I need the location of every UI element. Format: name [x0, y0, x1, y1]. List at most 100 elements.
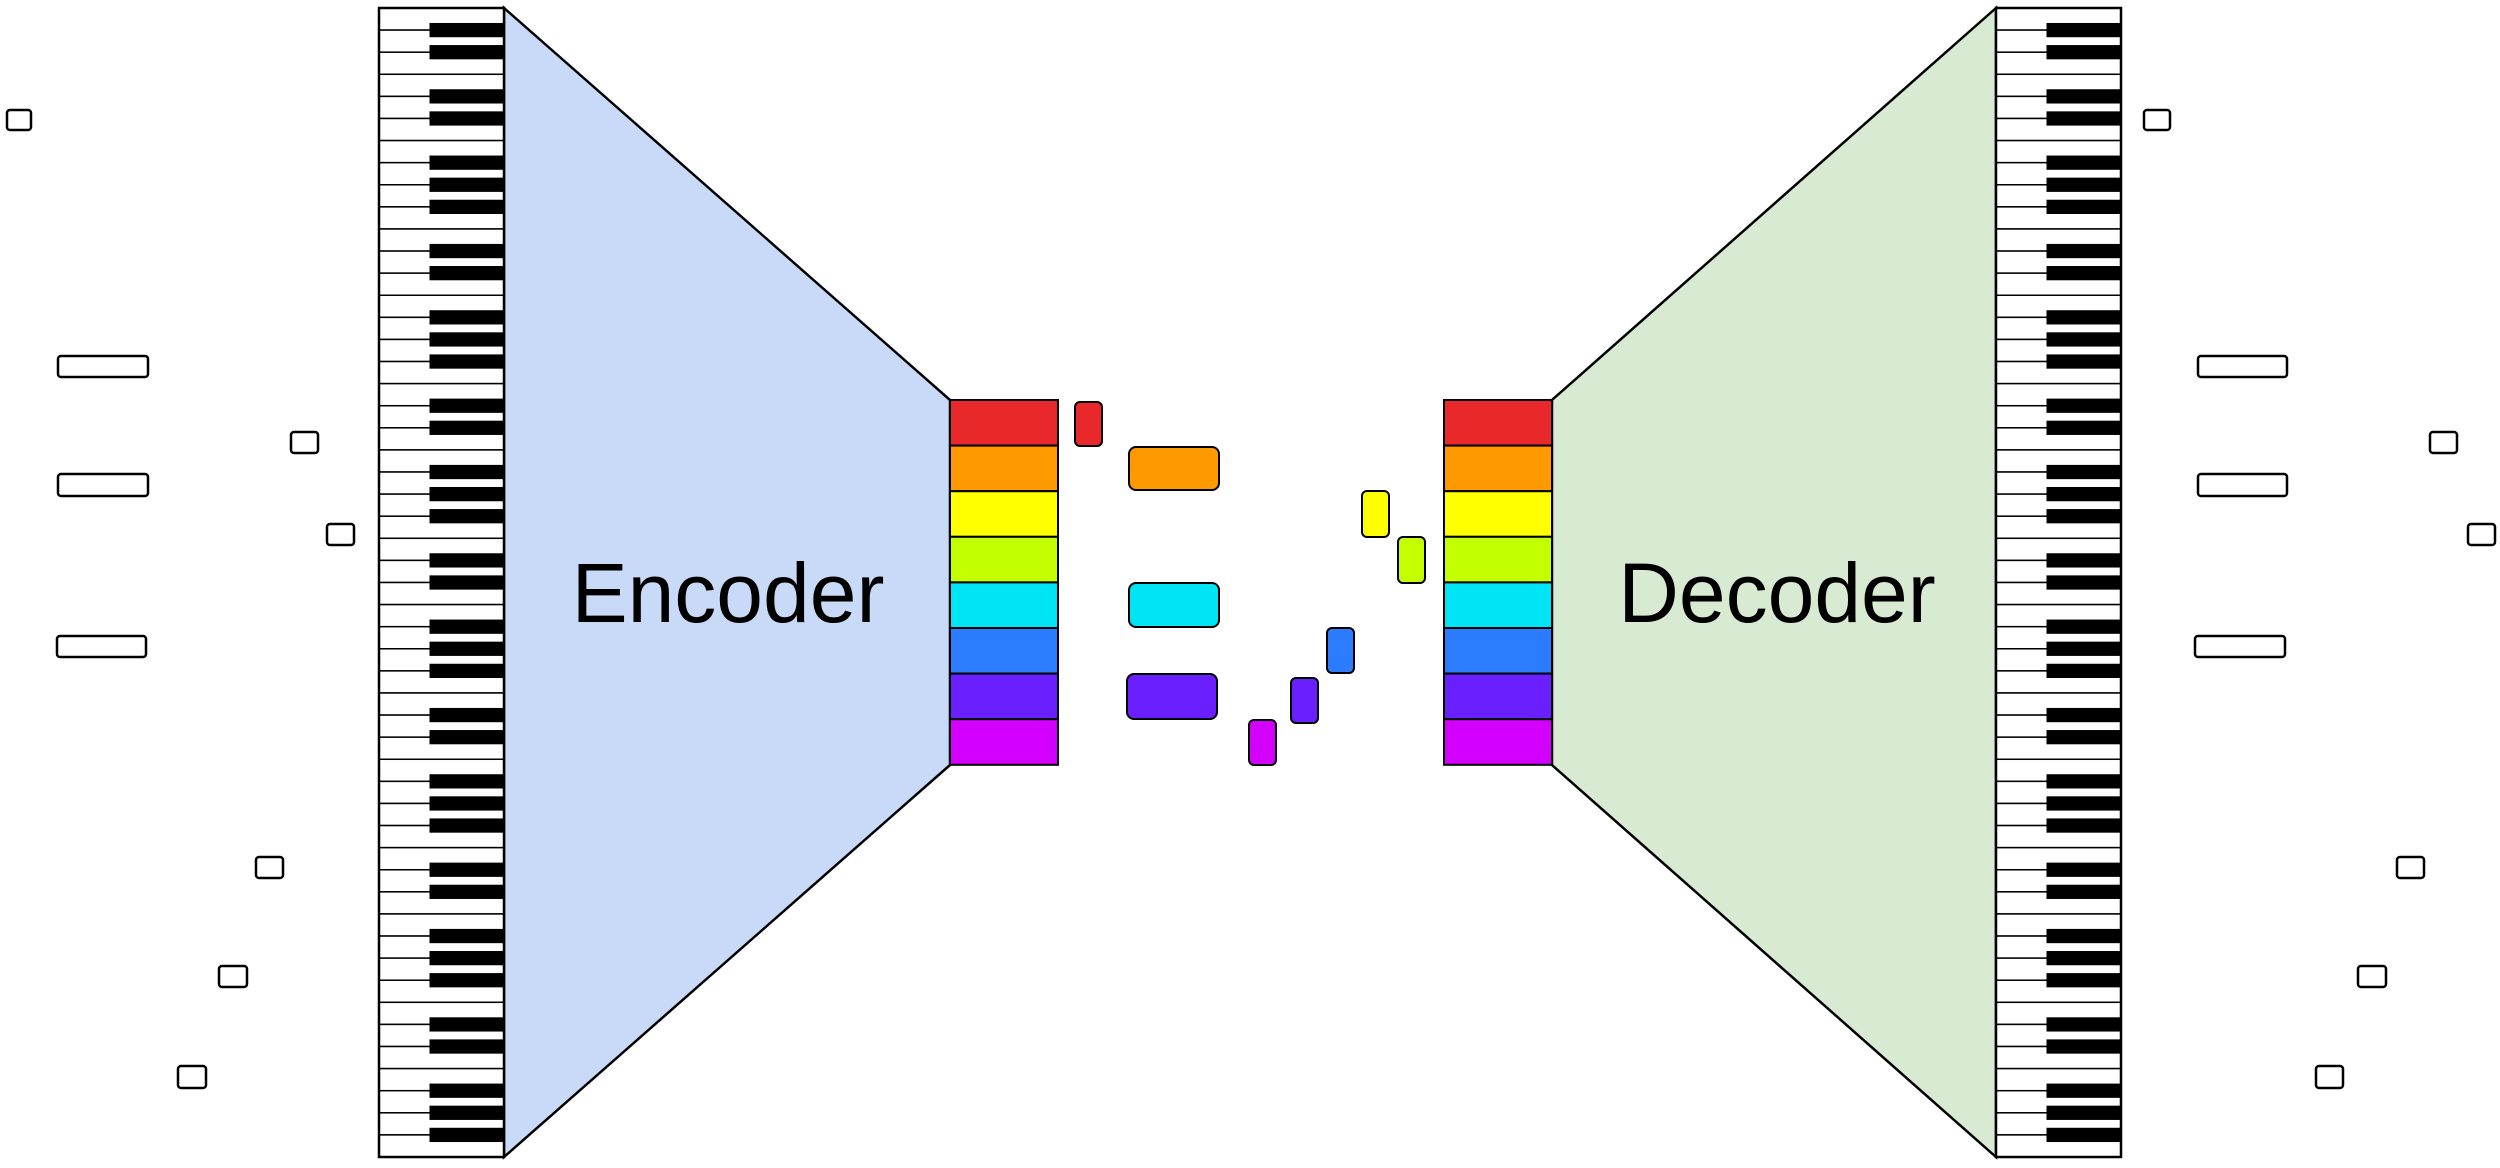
output-note	[2196, 472, 2289, 498]
black-key	[429, 354, 505, 369]
latent-cell	[949, 581, 1059, 630]
black-key	[2046, 266, 2122, 281]
black-key	[429, 310, 505, 325]
black-key	[2046, 1127, 2122, 1143]
black-key	[429, 1105, 505, 1120]
input-note	[5, 108, 33, 132]
latent-cell	[949, 535, 1059, 584]
output-note	[2356, 964, 2388, 989]
latent-cell	[1443, 490, 1553, 538]
black-key	[429, 575, 505, 590]
black-key	[429, 398, 505, 413]
black-key	[429, 663, 505, 679]
input-note	[325, 522, 356, 547]
black-key	[2046, 1105, 2122, 1120]
black-key	[429, 509, 505, 524]
black-key	[429, 884, 505, 899]
black-key	[429, 89, 505, 104]
black-key	[429, 796, 505, 811]
black-key	[2046, 818, 2122, 833]
black-key	[2046, 730, 2122, 745]
black-key	[2046, 464, 2122, 480]
black-key	[2046, 774, 2122, 789]
input-note	[217, 964, 249, 989]
black-key	[429, 1127, 505, 1143]
latent-cell	[949, 490, 1059, 538]
latent-note-blue	[1326, 627, 1355, 674]
black-key	[429, 45, 505, 60]
latent-note-cyan	[1128, 582, 1220, 628]
black-key	[2046, 641, 2122, 656]
black-key	[2046, 111, 2122, 126]
latent-cell	[1443, 672, 1553, 721]
black-key	[429, 486, 505, 502]
latent-cell	[1443, 581, 1553, 630]
black-key	[2046, 663, 2122, 679]
encoder-latent-code	[949, 399, 1059, 766]
black-key	[2046, 1039, 2122, 1054]
latent-notes	[1074, 401, 1426, 766]
input-note	[254, 855, 285, 880]
decoder-label: Decoder	[1618, 546, 1936, 640]
latent-note-red	[1074, 401, 1103, 447]
input-note	[55, 634, 148, 659]
black-key	[2046, 22, 2122, 38]
latent-cell	[1443, 627, 1553, 675]
black-key	[429, 619, 505, 634]
output-note	[2428, 430, 2459, 455]
input-note	[176, 1064, 208, 1090]
latent-note-violet	[1126, 673, 1218, 720]
black-key	[2046, 796, 2122, 811]
black-key	[2046, 619, 2122, 634]
black-key	[429, 862, 505, 877]
input-note	[289, 430, 320, 455]
keyboard-frame	[377, 6, 506, 1159]
black-key	[2046, 509, 2122, 524]
black-key	[2046, 951, 2122, 966]
output-note	[2142, 108, 2172, 132]
black-key	[429, 464, 505, 480]
black-key	[429, 155, 505, 170]
black-key	[429, 774, 505, 789]
black-key	[429, 420, 505, 435]
black-key	[429, 818, 505, 833]
black-key	[2046, 398, 2122, 413]
black-key	[2046, 420, 2122, 435]
black-key	[429, 111, 505, 126]
black-key	[429, 332, 505, 347]
latent-cell	[949, 399, 1059, 447]
black-key	[2046, 884, 2122, 899]
black-key	[429, 1017, 505, 1032]
latent-cell	[1443, 535, 1553, 584]
black-key	[2046, 177, 2122, 192]
black-key	[2046, 310, 2122, 325]
black-key	[2046, 486, 2122, 502]
encoder-label: Encoder	[572, 546, 885, 640]
black-key	[2046, 553, 2122, 568]
output-note	[2193, 634, 2287, 659]
latent-cell	[949, 444, 1059, 493]
output-piano-roll-notes	[2142, 108, 2497, 1090]
latent-cell	[1443, 399, 1553, 447]
decoder-latent-code	[1443, 399, 1553, 766]
black-key	[2046, 973, 2122, 988]
output-note	[2395, 855, 2426, 880]
black-key	[429, 973, 505, 988]
black-key	[2046, 89, 2122, 104]
black-key	[429, 243, 505, 259]
keyboard-frame	[1994, 6, 2123, 1159]
black-key	[429, 641, 505, 656]
black-key	[429, 553, 505, 568]
output-piano-keyboard	[1994, 6, 2123, 1159]
black-key	[429, 1039, 505, 1054]
latent-note-magenta	[1248, 719, 1277, 766]
black-key	[2046, 862, 2122, 877]
black-key	[429, 177, 505, 192]
black-key	[2046, 199, 2122, 214]
latent-note-yellow	[1361, 490, 1390, 538]
black-key	[2046, 155, 2122, 170]
black-key	[2046, 1017, 2122, 1032]
black-key	[2046, 928, 2122, 944]
latent-cell	[949, 672, 1059, 721]
black-key	[2046, 354, 2122, 369]
